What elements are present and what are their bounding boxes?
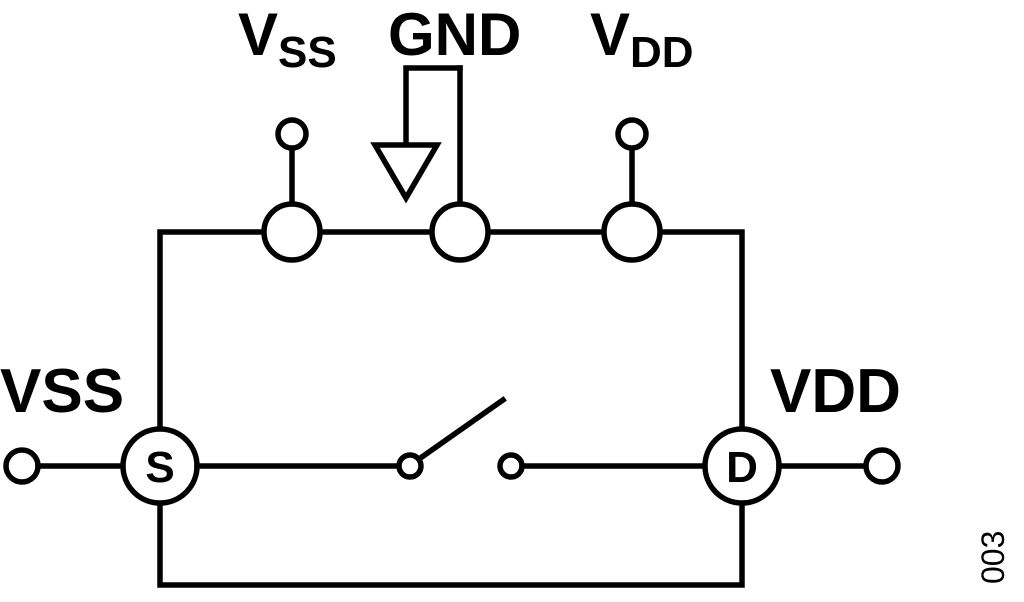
- label-vss-side: VSS: [0, 357, 124, 426]
- gnd-pin-circle: [429, 201, 491, 263]
- switch-symbol: [396, 396, 525, 480]
- circuit-body-outline: [157, 229, 745, 588]
- label-vdd-top: VDD: [590, 1, 694, 77]
- top-right-pigtail: [615, 117, 649, 207]
- switch-blade: [415, 396, 507, 463]
- vss-pin-circle: [261, 201, 323, 263]
- gnd-arrow-stem: [403, 65, 463, 146]
- drain-terminal-label: D: [726, 443, 758, 492]
- label-vss-top-sub: SS: [278, 28, 337, 77]
- top-left-open-terminal: [275, 117, 309, 151]
- label-gnd-top: GND: [388, 1, 521, 68]
- top-right-open-terminal: [615, 117, 649, 151]
- label-vdd-side: VDD: [770, 357, 901, 426]
- switch-right-contact: [497, 452, 525, 480]
- gnd-arrow-head: [370, 142, 442, 204]
- left-open-terminal: [3, 447, 41, 485]
- vdd-pin-circle: [601, 201, 663, 263]
- label-vdd-top-main: V: [590, 1, 630, 68]
- switch-left-contact: [396, 452, 424, 480]
- gnd-symbol: [370, 65, 463, 207]
- label-vdd-top-sub: DD: [630, 28, 694, 77]
- right-open-terminal: [863, 447, 901, 485]
- figure-number: 003: [975, 531, 1011, 584]
- top-left-pigtail: [275, 117, 309, 207]
- source-terminal-label: S: [145, 443, 174, 492]
- switch-row: S D: [3, 396, 901, 506]
- label-vss-top: VSS: [238, 1, 337, 77]
- label-vss-top-main: V: [238, 1, 278, 68]
